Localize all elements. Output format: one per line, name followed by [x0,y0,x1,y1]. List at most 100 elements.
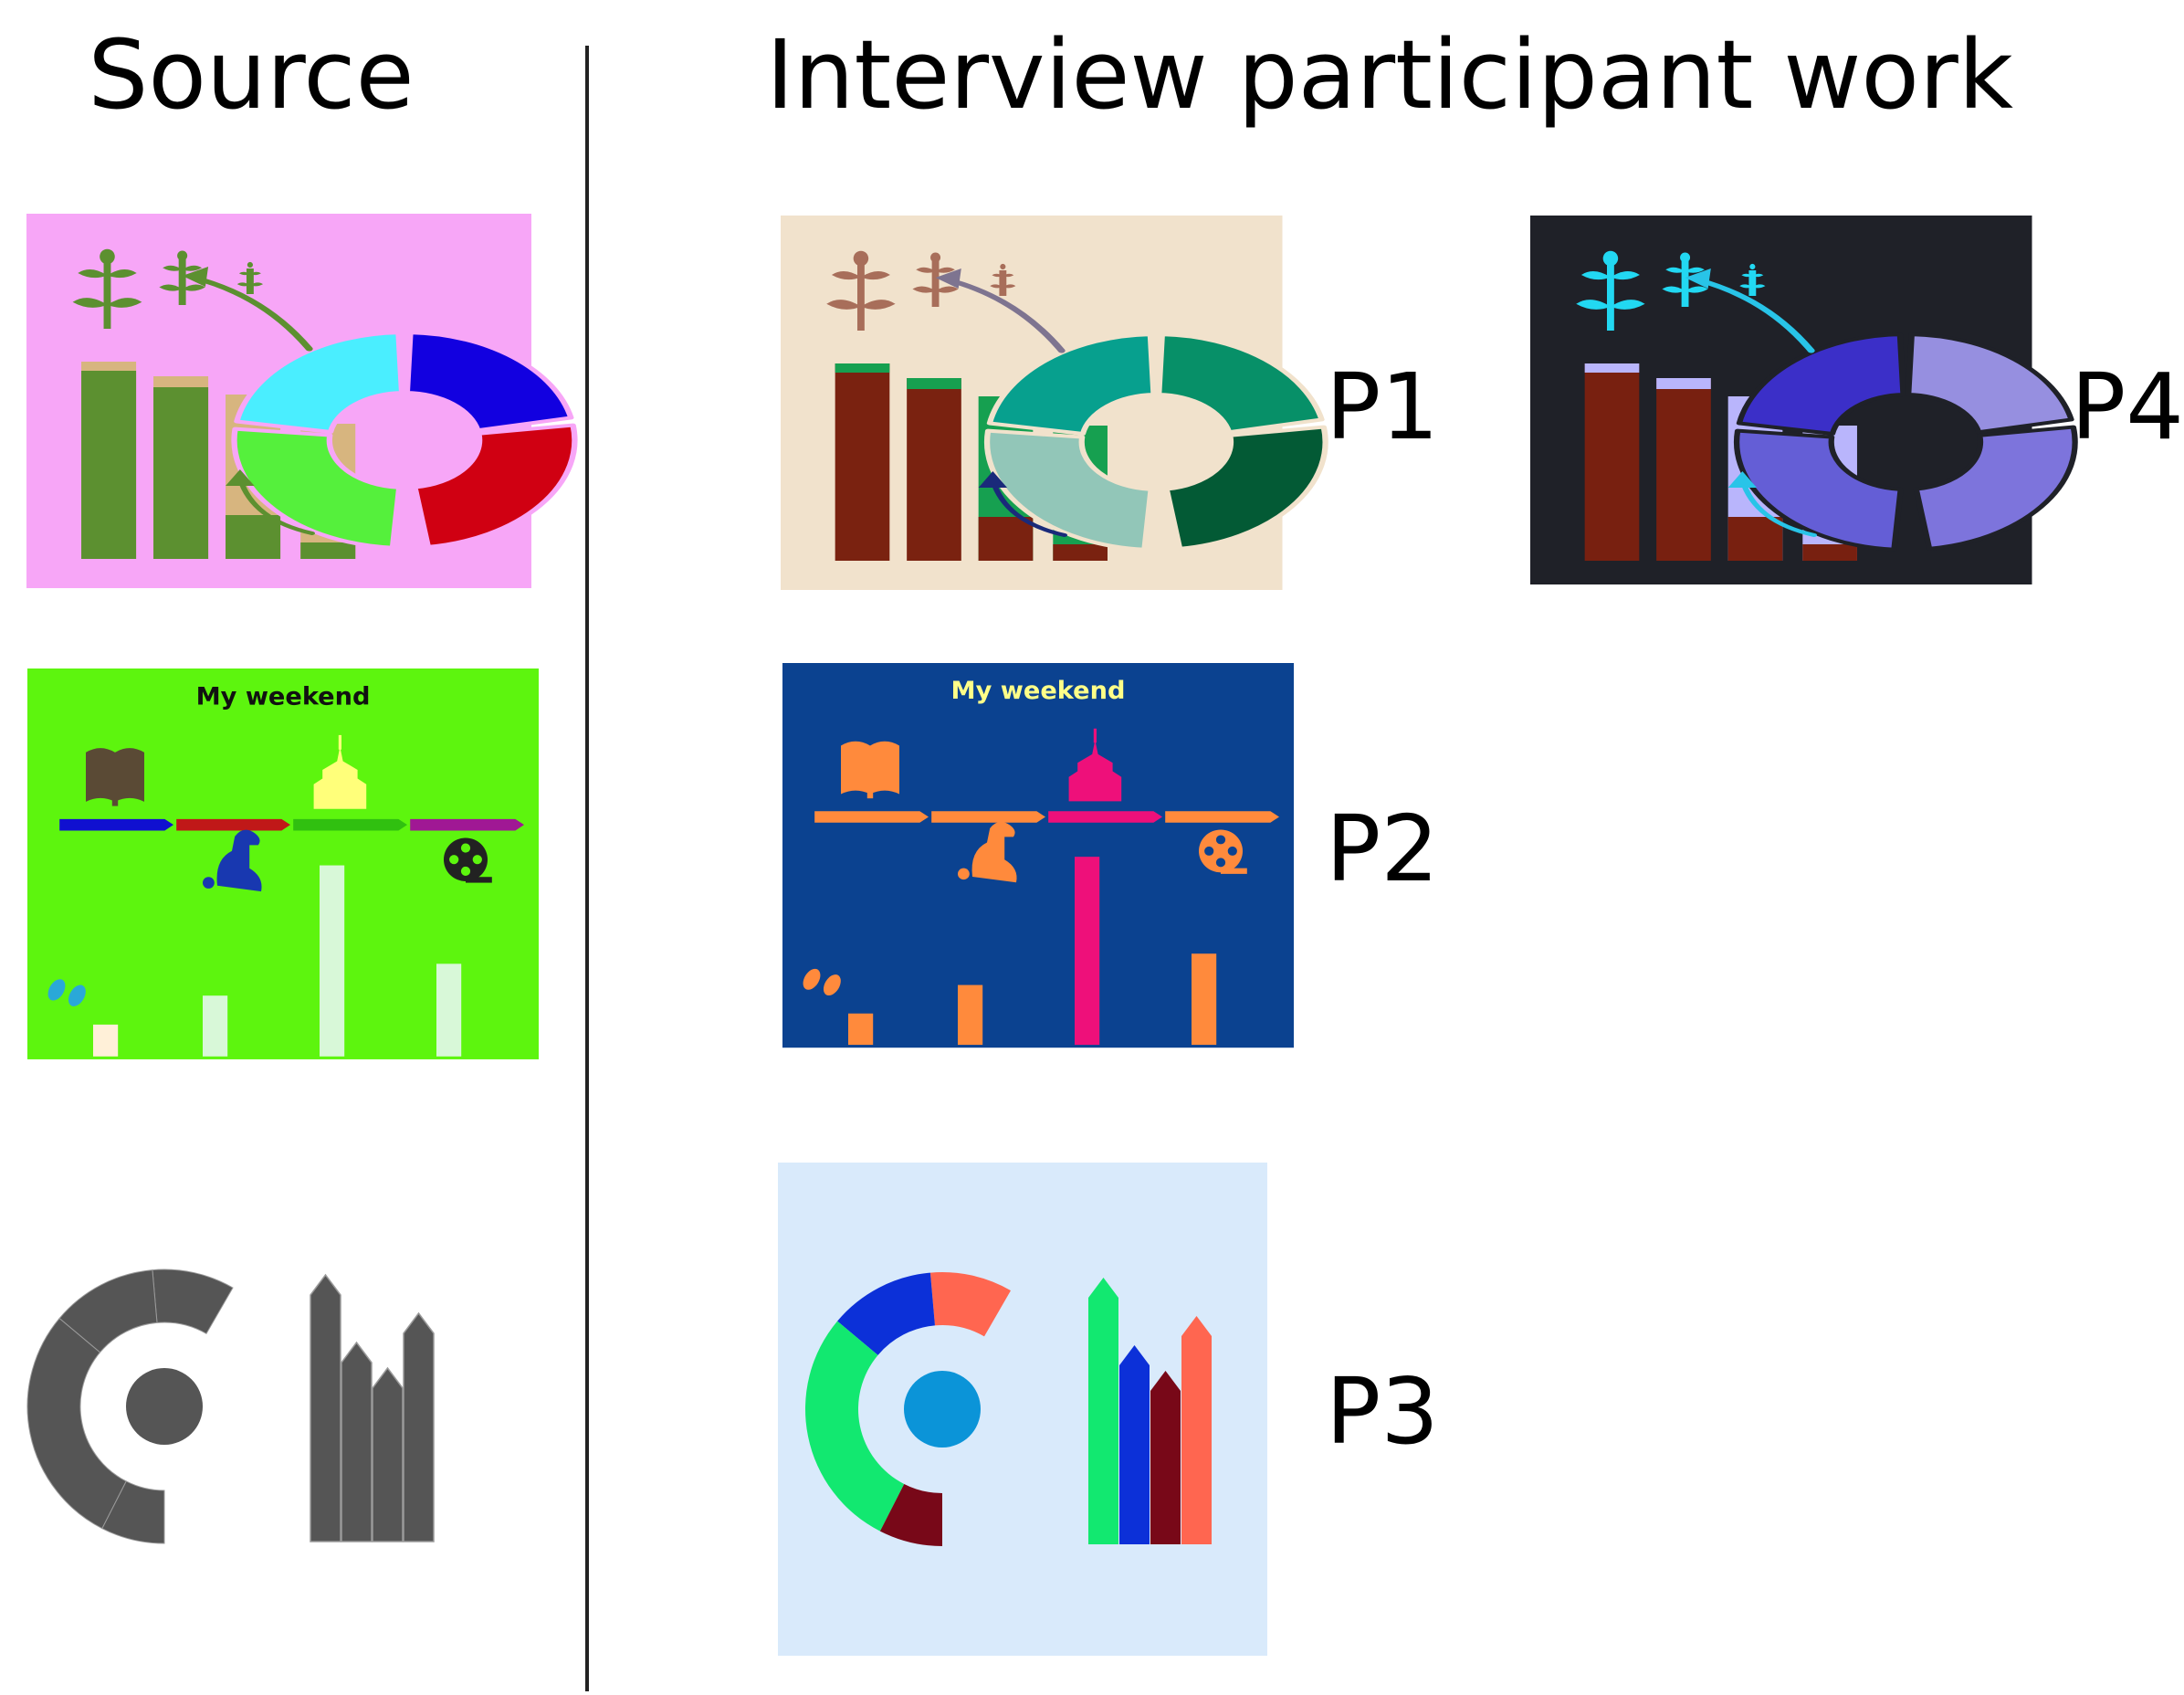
temple-icon [313,734,367,809]
book-icon [841,741,899,799]
weekend-title: My weekend [951,677,1126,705]
book-left-page [841,741,870,795]
donut-segment [1906,332,2074,435]
bar-segment-base [1656,378,1711,561]
sprout-leaf [249,282,264,287]
sprout-icon [1662,252,1708,307]
dog-icon [958,821,1017,883]
weekend-bar [93,1024,119,1057]
reel-film [466,877,492,883]
arrow-shaft [943,277,1066,353]
bar-segment-base [1053,544,1108,561]
sprout-leaf [1741,273,1753,278]
sprout-leaf [1665,267,1685,273]
weekend-bar [320,865,345,1057]
arrow-icon [182,267,313,352]
reel-hole [460,843,471,853]
sprout-stem [1606,262,1614,331]
sprout-leaf [916,267,936,273]
bar-segment-base [835,363,890,561]
sprout-stem [931,261,940,307]
arrow-shaft [236,477,315,535]
footprint-left [803,968,821,990]
sprout-leaf [72,298,108,308]
reel-disc [444,837,488,881]
sprout-leaf [826,300,861,310]
sprout-icon [912,252,959,307]
bar-segment-top [1584,363,1640,373]
sprout-bud [1680,252,1691,263]
arrow-head [1727,471,1758,488]
sprout-leaf [1003,273,1014,278]
arrow-head [226,469,255,486]
sprout-leaf [182,284,205,291]
sprout-leaf [1003,284,1016,289]
timeline-segment [1165,811,1279,823]
pointed-bar [372,1366,404,1542]
sprout-leaf [107,269,137,279]
sprout-bud [1000,263,1006,270]
p1-growth-panel [781,216,1328,590]
footprints-icon [47,979,86,1006]
temple-icon [1068,728,1122,802]
sprout-icon [236,261,264,294]
sprout-stem [856,262,865,331]
ring-segment [26,1317,127,1530]
arrow-shaft [1739,479,1817,537]
reel-hole [1227,846,1237,856]
ring-segment [879,1483,942,1546]
reel-hole [1204,846,1214,856]
sprout-leaf [159,284,183,291]
sprout-icon [826,250,896,331]
footprints-icon [803,968,841,996]
sprout-icon [72,248,142,329]
sprout-bud [177,250,188,261]
timeline-segment [176,818,290,831]
source-weekend-panel: My weekend [27,669,539,1059]
sprout-stem [1748,270,1757,296]
p2-label: P2 [1326,795,1439,902]
sprout-leaf [831,271,861,280]
sprout-bud [930,252,941,263]
donut-segment [234,331,405,434]
bar-segment-base [153,387,209,559]
book-spine [866,791,874,799]
sprout-leaf [163,265,183,271]
arrow-head [1685,268,1711,289]
timeline-segment [1048,811,1162,823]
arrow-head [935,268,961,289]
sprout-leaf [238,271,250,276]
temple-body [313,746,367,809]
arrow-icon [1685,268,1815,353]
sprout-leaf [78,269,108,279]
sprout-leaf [860,271,890,280]
bar-segment-base [1584,363,1640,561]
reel-hole [460,866,471,876]
reel-disc [1199,829,1243,873]
pointed-bar [1119,1345,1150,1544]
footprint-left [47,979,66,1001]
arrow-icon [1727,471,1817,537]
p2-weekend-panel: My weekend [782,663,1294,1048]
sprout-leaf [990,284,1003,289]
sprout-stem [178,259,186,305]
sprout-stem [1681,261,1689,307]
sprout-leaf [1685,267,1705,273]
sprout-leaf [935,267,955,273]
sprout-leaf [935,286,959,293]
reel-film [1221,868,1247,874]
book-right-page [870,741,899,795]
sprout-leaf [107,298,142,308]
timeline-segment [931,811,1045,823]
weekend-bar [1192,953,1217,1046]
weekend-bar [1075,857,1100,1046]
film-reel-icon [444,837,492,883]
weekend-bar [958,984,983,1046]
ring-segment [805,1321,905,1532]
reel-hole [472,855,482,865]
pointed-bar [341,1341,373,1542]
sprout-icon [159,250,205,305]
bar-segment-top [1656,378,1711,389]
sprout-icon [1739,263,1766,296]
